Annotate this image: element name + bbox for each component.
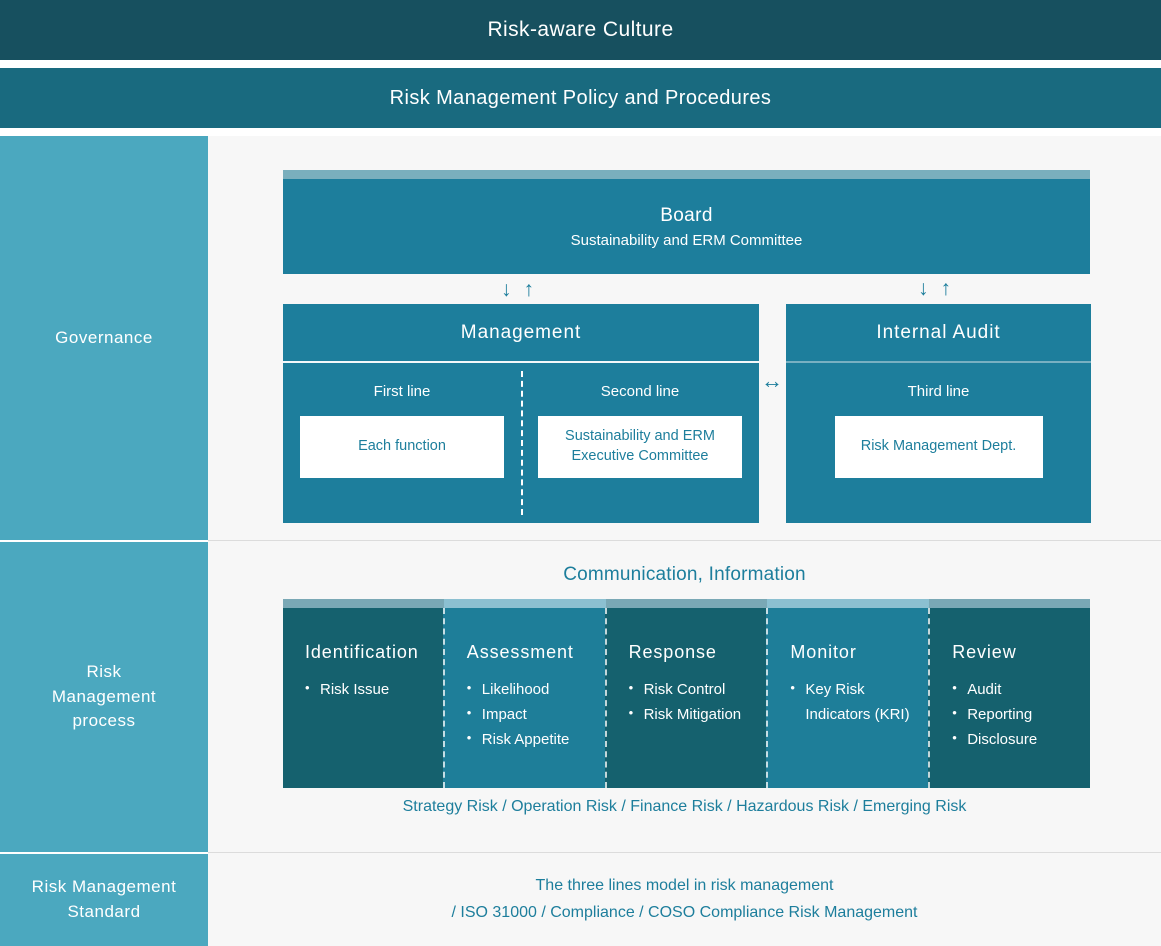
process-step-assessment: AssessmentLikelihoodImpactRisk Appetite xyxy=(442,608,605,788)
standard-line-1: The three lines model in risk management xyxy=(535,877,834,895)
arrow-down-icon: ↓ xyxy=(918,277,929,300)
process-stripe-review xyxy=(928,599,1091,608)
process-top-stripes xyxy=(283,599,1091,608)
standard-line-2: / ISO 31000 / Compliance / COSO Complian… xyxy=(451,904,918,921)
board-block: Board Sustainability and ERM Committee xyxy=(283,170,1090,274)
banner-gap-1 xyxy=(0,60,1161,68)
process-step-list: AuditReportingDisclosure xyxy=(952,677,1090,752)
management-line-divider xyxy=(521,371,523,515)
arrow-down-icon: ↓ xyxy=(501,278,512,301)
process-stripe-monitor xyxy=(767,599,929,608)
process-step-review: ReviewAuditReportingDisclosure xyxy=(928,608,1090,788)
third-line-card: Risk Management Dept. xyxy=(834,416,1043,478)
arrow-pair-board-internal-audit: ↓ ↑ xyxy=(918,278,951,299)
process-stripe-identification xyxy=(283,599,445,608)
third-line-label: Third line xyxy=(907,383,970,400)
arrow-pair-board-management: ↓ ↑ xyxy=(501,279,534,300)
sidebar-standard-label: Risk Management Standard xyxy=(31,877,177,921)
arrow-left-right-icon: ↔ xyxy=(761,368,783,393)
process-step-list: Risk Issue xyxy=(305,677,443,702)
sidebar-separator-1 xyxy=(0,540,208,542)
third-line-column: Third line Risk Management Dept. xyxy=(786,363,1091,523)
management-lines: First line Each function Second line Sus… xyxy=(283,363,759,523)
management-divider xyxy=(283,361,759,363)
banner-risk-aware-culture: Risk-aware Culture xyxy=(0,0,1161,60)
internal-audit-heading: Internal Audit xyxy=(876,321,1001,343)
process-step-heading: Review xyxy=(952,642,1017,662)
process-step-list: Key Risk Indicators (KRI) xyxy=(790,677,928,727)
banner-policy-label: Risk Management Policy and Procedures xyxy=(389,86,772,109)
process-step-heading: Response xyxy=(628,642,717,662)
process-step-item: Key Risk Indicators (KRI) xyxy=(790,677,928,727)
process-step-item: Risk Control xyxy=(629,677,767,702)
sidebar-risk-process-label: Risk Management process xyxy=(51,662,157,731)
process-step-identification: IdentificationRisk Issue xyxy=(283,608,443,788)
process-step-response: ResponseRisk ControlRisk Mitigation xyxy=(604,608,767,788)
board-top-stripe xyxy=(283,170,1090,179)
first-line-column: First line Each function xyxy=(283,363,521,523)
process-step-item: Risk Appetite xyxy=(467,727,605,752)
sidebar-separator-2 xyxy=(0,852,208,854)
governance-row: Governance Board Sustainability and ERM … xyxy=(0,136,1161,540)
internal-audit-box: Internal Audit Third line Risk Managemen… xyxy=(786,304,1091,523)
first-line-label: First line xyxy=(373,383,431,400)
process-step-item: Audit xyxy=(952,677,1090,702)
process-step-heading: Identification xyxy=(305,642,419,662)
board-subtitle: Sustainability and ERM Committee xyxy=(570,231,803,249)
management-heading: Management xyxy=(460,321,582,343)
communication-information-title: Communication, Information xyxy=(563,564,806,585)
governance-process-separator xyxy=(0,540,1161,542)
process-columns: IdentificationRisk IssueAssessmentLikeli… xyxy=(283,608,1090,788)
first-line-card: Each function xyxy=(300,416,504,478)
internal-audit-lines: Third line Risk Management Dept. xyxy=(786,363,1091,523)
process-step-list: Risk ControlRisk Mitigation xyxy=(629,677,767,727)
process-step-heading: Assessment xyxy=(466,642,574,662)
arrow-up-icon: ↑ xyxy=(940,277,952,300)
governance-content: Board Sustainability and ERM Committee ↓… xyxy=(208,136,1161,540)
process-step-item: Reporting xyxy=(952,702,1090,727)
arrow-up-icon: ↑ xyxy=(523,278,535,301)
board-title: Board xyxy=(660,204,713,226)
process-stripe-assessment xyxy=(444,599,606,608)
sidebar-risk-management-standard: Risk Management Standard xyxy=(0,854,208,946)
risk-types-line: Strategy Risk / Operation Risk / Finance… xyxy=(402,798,967,815)
process-steps-block: IdentificationRisk IssueAssessmentLikeli… xyxy=(283,599,1091,788)
process-step-monitor: MonitorKey Risk Indicators (KRI) xyxy=(766,608,929,788)
process-stripe-response xyxy=(605,599,768,608)
process-step-item: Disclosure xyxy=(952,727,1090,752)
content-separator-1 xyxy=(208,540,1161,541)
internal-audit-divider xyxy=(786,361,1091,363)
second-line-column: Second line Sustainability and ERM Execu… xyxy=(521,363,759,523)
sidebar-governance-label: Governance xyxy=(55,327,153,347)
second-line-card: Sustainability and ERM Executive Committ… xyxy=(538,416,742,478)
second-line-label: Second line xyxy=(600,383,680,400)
process-step-item: Likelihood xyxy=(467,677,605,702)
board-box: Board Sustainability and ERM Committee xyxy=(283,179,1090,274)
banner-culture-label: Risk-aware Culture xyxy=(487,18,674,41)
risk-standard-row: Risk Management Standard The three lines… xyxy=(0,854,1161,946)
sidebar-risk-management-process: Risk Management process xyxy=(0,542,208,852)
management-box: Management First line Each function Seco… xyxy=(283,304,759,523)
process-step-item: Risk Issue xyxy=(305,677,443,702)
risk-process-content: Communication, Information Identificatio… xyxy=(208,542,1161,852)
risk-standard-content: The three lines model in risk management… xyxy=(208,854,1161,946)
process-step-list: LikelihoodImpactRisk Appetite xyxy=(467,677,605,752)
sidebar-governance: Governance xyxy=(0,136,208,540)
process-step-item: Risk Mitigation xyxy=(629,702,767,727)
banner-risk-management-policy: Risk Management Policy and Procedures xyxy=(0,68,1161,128)
banner-gap-2 xyxy=(0,128,1161,136)
content-separator-2 xyxy=(208,852,1161,853)
process-step-item: Impact xyxy=(467,702,605,727)
risk-process-row: Risk Management process Communication, I… xyxy=(0,542,1161,852)
process-standard-separator xyxy=(0,852,1161,854)
process-step-heading: Monitor xyxy=(790,642,857,662)
